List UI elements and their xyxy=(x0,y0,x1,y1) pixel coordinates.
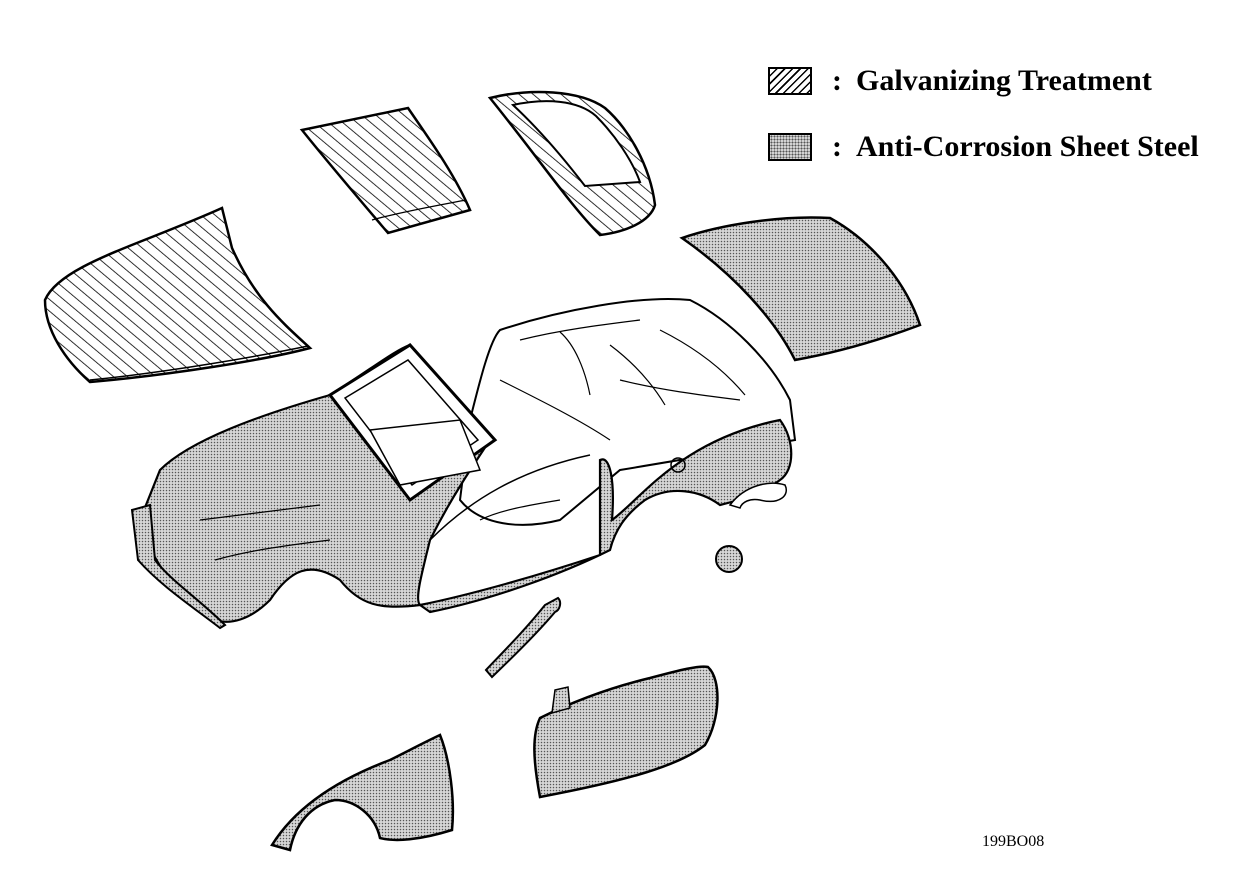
legend-label-galvanizing: Galvanizing Treatment xyxy=(856,64,1152,97)
figure-code: 199BO08 xyxy=(982,833,1045,850)
rear-quarter-panel xyxy=(679,216,922,362)
front-fender-panel xyxy=(270,733,455,852)
sill-reinforcement xyxy=(484,596,562,679)
legend-item-anti-corrosion: : Anti-Corrosion Sheet Steel xyxy=(768,130,1199,164)
legend-colon: : xyxy=(832,130,842,163)
legend-colon: : xyxy=(832,64,842,97)
hood-panel xyxy=(43,206,313,384)
hatch-swatch-icon xyxy=(768,67,812,95)
trunk-lid-panel xyxy=(487,90,657,237)
door-panel xyxy=(533,665,719,799)
dotted-swatch-icon xyxy=(768,133,812,161)
legend-label-anti-corrosion: Anti-Corrosion Sheet Steel xyxy=(856,130,1199,163)
fuel-filler-lid xyxy=(715,545,743,573)
body-shell xyxy=(130,298,797,630)
legend-item-galvanizing: : Galvanizing Treatment xyxy=(768,64,1152,98)
roof-panel xyxy=(299,106,472,235)
